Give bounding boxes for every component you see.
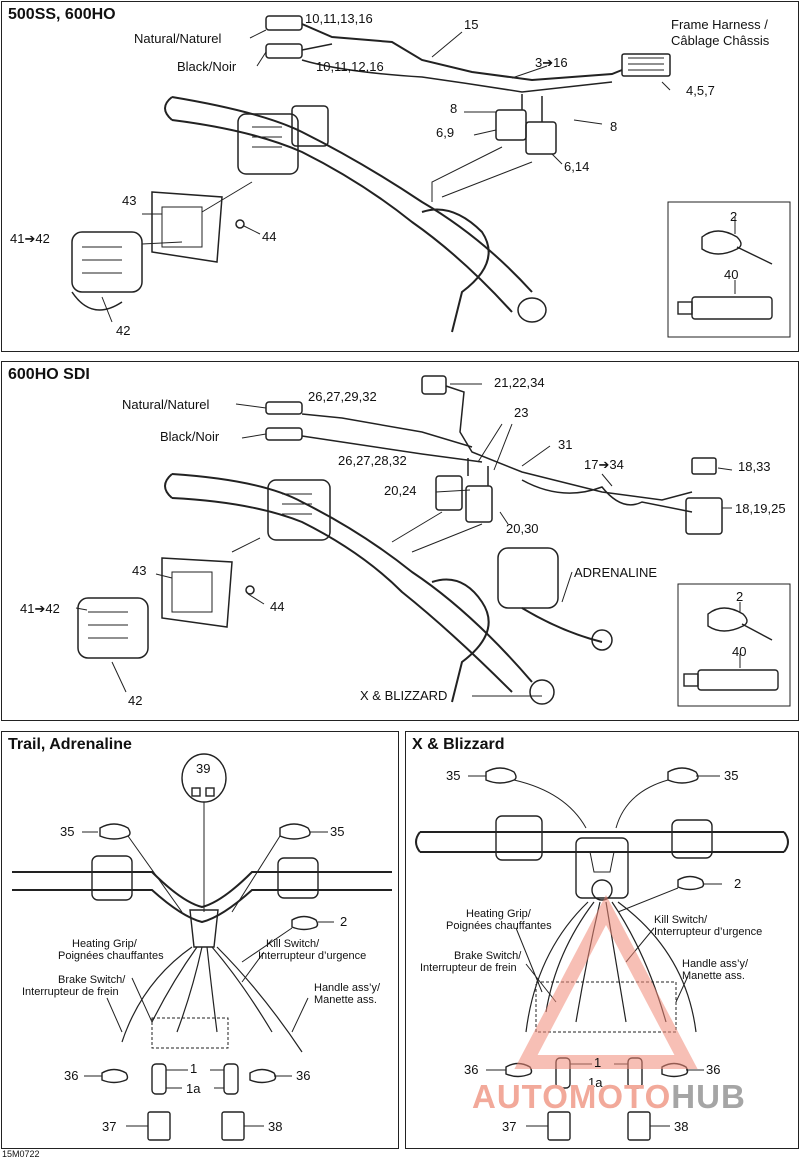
callout-36b: 36 (296, 1068, 311, 1083)
callout-40: 40 (732, 644, 747, 659)
watermark-logo: AUTOMOTOHUB (472, 1078, 746, 1116)
label-handle-assy-fr: Manette ass. (682, 970, 745, 982)
wiring-diagram (415, 767, 789, 1141)
label-frame-harness-fr: Câblage Châssis (671, 33, 770, 48)
wiring-diagram (12, 753, 392, 1141)
label-natural: Natural/Naturel (122, 397, 210, 412)
label-kill-switch-fr: Interrupteur d’urgence (654, 926, 763, 938)
callout-8a: 8 (450, 101, 458, 116)
label-adrenaline: ADRENALINE (574, 565, 658, 580)
label-x-blizzard: X & BLIZZARD (360, 688, 448, 703)
callout-35b: 35 (330, 824, 345, 839)
label-handle-assy: Handle ass’y/ (682, 958, 749, 970)
watermark-part2: HUB (671, 1078, 746, 1115)
callout-43: 43 (132, 563, 147, 578)
callout-31: 31 (558, 437, 573, 452)
label-brake-switch-fr: Interrupteur de frein (420, 962, 517, 974)
label-kill-switch: Kill Switch/ (654, 914, 708, 926)
panel-title: Trail, Adrenaline (8, 736, 132, 753)
panel-600ho-sdi: 600HO SDI (1, 361, 799, 721)
callout-2: 2 (736, 589, 744, 604)
callout-43: 43 (122, 193, 137, 208)
callout-2: 2 (734, 876, 742, 891)
callout-natural-refs: 26,27,29,32 (308, 389, 377, 404)
callout-42: 42 (128, 693, 143, 708)
callout-44: 44 (262, 229, 277, 244)
label-heating-grip-fr: Poignées chauffantes (58, 950, 164, 962)
callout-3-16: 3➔16 (535, 55, 568, 70)
callout-natural-refs: 10,11,13,16 (305, 11, 373, 26)
callout-2: 2 (730, 209, 738, 224)
panel-title: 600HO SDI (8, 366, 90, 383)
panel-title: 500SS, 600HO (8, 6, 116, 23)
label-handle-assy: Handle ass’y/ (314, 982, 381, 994)
panel-x-blizzard: X & Blizzard (405, 731, 799, 1149)
label-brake-switch: Brake Switch/ (454, 950, 522, 962)
label-brake-switch-fr: Interrupteur de frein (22, 986, 119, 998)
callout-6-14: 6,14 (564, 159, 590, 174)
callout-42: 42 (116, 323, 131, 338)
callout-black-refs: 10,11,12,16 (316, 59, 384, 74)
callout-41-42: 41➔42 (20, 601, 60, 616)
callout-36a: 36 (464, 1062, 479, 1077)
callout-38: 38 (268, 1119, 283, 1134)
callout-39: 39 (196, 761, 211, 776)
callout-37: 37 (502, 1119, 517, 1134)
callout-36b: 36 (706, 1062, 721, 1077)
label-natural: Natural/Naturel (134, 31, 222, 46)
label-black: Black/Noir (160, 429, 220, 444)
callout-17-34: 17➔34 (584, 457, 624, 472)
label-black: Black/Noir (177, 59, 237, 74)
callout-18-19-25: 18,19,25 (735, 501, 786, 516)
watermark-triangle (514, 894, 698, 1069)
callout-15: 15 (464, 17, 479, 32)
callout-2: 2 (340, 914, 348, 929)
callout-8b: 8 (610, 119, 618, 134)
callout-1a: 1a (186, 1081, 201, 1096)
callout-40: 40 (724, 267, 739, 282)
panel-title: X & Blizzard (412, 736, 505, 753)
callout-35a: 35 (446, 768, 461, 783)
panel-500ss-600ho: 500SS, 600HO (1, 1, 799, 352)
label-heating-grip: Heating Grip/ (466, 908, 531, 920)
label-heating-grip-fr: Poignées chauffantes (446, 920, 552, 932)
handlebar-diagram (71, 15, 791, 338)
callout-1: 1 (190, 1061, 198, 1076)
callout-18-33: 18,33 (738, 459, 771, 474)
callout-4-5-7: 4,5,7 (686, 83, 715, 98)
callout-black-refs: 26,27,28,32 (338, 453, 407, 468)
document-code: 15M0722 (2, 1149, 40, 1159)
label-kill-switch: Kill Switch/ (266, 938, 320, 950)
callout-38: 38 (674, 1119, 689, 1134)
callout-36a: 36 (64, 1068, 79, 1083)
callout-6-9: 6,9 (436, 125, 455, 140)
callout-37: 37 (102, 1119, 117, 1134)
callout-1: 1 (594, 1055, 602, 1070)
callout-1a: 1a (588, 1075, 603, 1090)
label-brake-switch: Brake Switch/ (58, 974, 126, 986)
label-heating-grip: Heating Grip/ (72, 938, 137, 950)
callout-35b: 35 (724, 768, 739, 783)
callout-23: 23 (514, 405, 529, 420)
callout-35a: 35 (60, 824, 75, 839)
handlebar-diagram (75, 375, 791, 707)
panel-trail-adrenaline: Trail, Adrenaline (1, 731, 399, 1149)
callout-41-42: 41➔42 (10, 231, 50, 246)
label-kill-switch-fr: Interrupteur d’urgence (258, 950, 367, 962)
callout-20-30: 20,30 (506, 521, 539, 536)
label-frame-harness: Frame Harness / (671, 17, 768, 32)
callout-20-24: 20,24 (384, 483, 417, 498)
callout-21-22-34: 21,22,34 (494, 375, 545, 390)
label-handle-assy-fr: Manette ass. (314, 994, 377, 1006)
watermark-part1: AUTOMOTO (472, 1078, 672, 1115)
callout-44: 44 (270, 599, 285, 614)
